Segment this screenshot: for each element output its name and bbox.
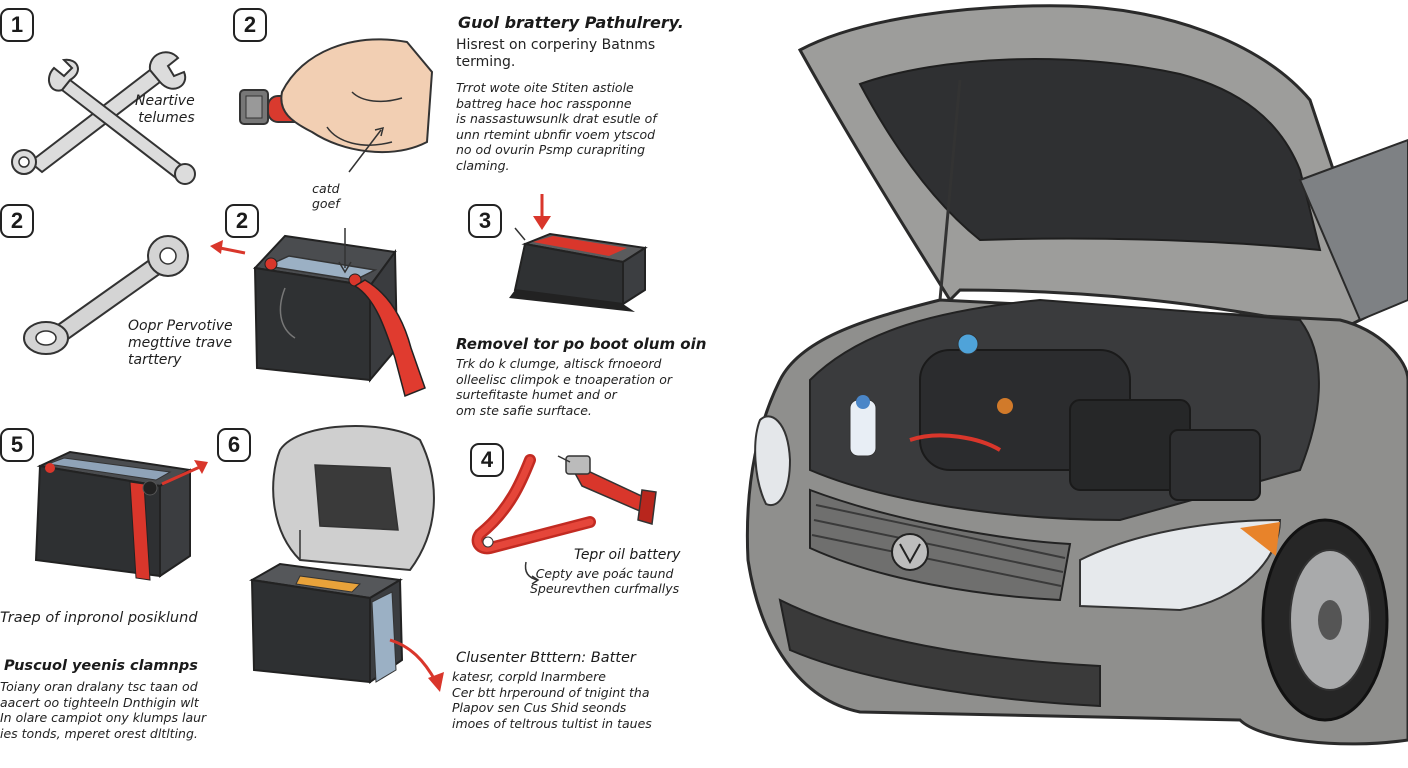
step-badge-1: 1 <box>0 8 34 42</box>
battery-icon <box>509 227 648 312</box>
intro-body: Trrot wote oite Stiten astiole battreg h… <box>456 80 657 173</box>
step-1-label: Neartive telumes <box>135 93 195 126</box>
red-arrow-icon <box>533 194 551 230</box>
step-badge-6: 6 <box>217 428 251 462</box>
step-badge-3: 3 <box>468 204 502 238</box>
battery-cable-icon <box>471 454 657 555</box>
clamps-title: Puscuol yeenis clamnps <box>4 658 198 674</box>
wrench-icon <box>11 51 196 185</box>
ring-spanner-icon <box>23 235 189 355</box>
battery-icon <box>34 450 208 581</box>
step-4-title: Tepr oil battery <box>574 547 681 563</box>
step-badge-2b: 2 <box>0 204 34 238</box>
remove-title: Removel tor po boot olum oin <box>456 335 707 353</box>
step-badge-4: 4 <box>470 443 504 477</box>
step-badge-5: 5 <box>0 428 34 462</box>
step-5-caption: Traep of inpronol posiklund <box>0 610 198 626</box>
battery-icon <box>210 228 426 398</box>
intro-title: Guol brattery Pathulrery. <box>458 13 684 32</box>
hand-tool-icon <box>239 38 434 153</box>
step-2c-callout: catd goef <box>312 181 340 211</box>
cluster-title: Clusenter Btttern: Batter <box>456 650 636 666</box>
curve-arrow-icon <box>524 561 540 585</box>
cluster-body: katesr, corpld Inarmbere Cer btt hrperou… <box>452 669 652 731</box>
step-badge-2a: 2 <box>233 8 267 42</box>
step-badge-2c: 2 <box>225 204 259 238</box>
pointer-line-icon <box>348 126 385 173</box>
car-icon <box>745 4 1408 746</box>
step-2b-label: Oopr Pervotive megttive trave tarttery <box>128 318 233 368</box>
step-4-text: Cepty ave poác taund Speurevthen curfmal… <box>530 566 680 596</box>
clamps-body: Toiany oran dralany tsc taan od aacert o… <box>0 679 207 741</box>
remove-body: Trk do k clumge, altisck frnoeord olleel… <box>456 356 672 418</box>
intro-subtitle: Hisrest on corperiny Batnms terming. <box>456 37 656 70</box>
hood-battery-icon <box>249 425 444 692</box>
